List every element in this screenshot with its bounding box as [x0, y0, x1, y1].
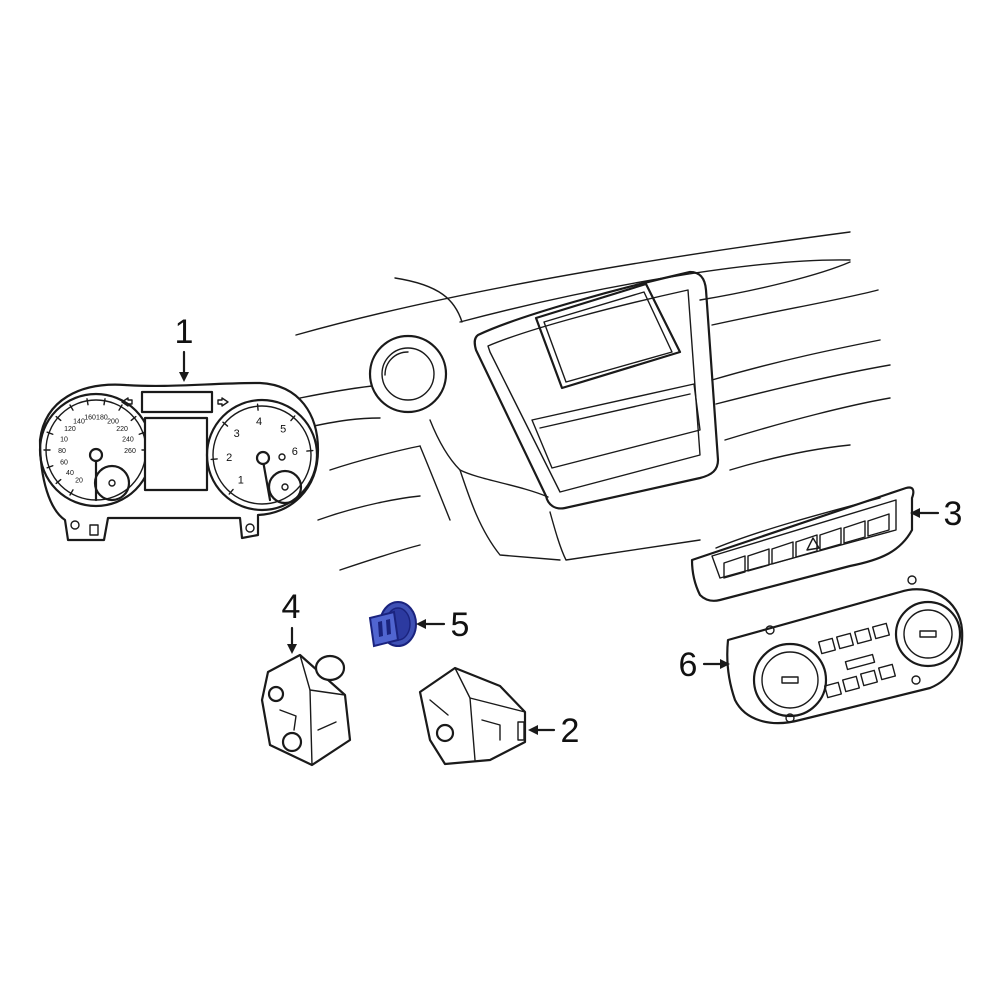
- callout-1: 1: [175, 313, 194, 351]
- speedometer-label: 220: [116, 426, 128, 433]
- speedometer-tick-mark: [46, 431, 54, 435]
- speedometer-label: 200: [107, 419, 119, 426]
- highlighted-connector-part: [368, 601, 417, 648]
- speedometer-tick-mark: [118, 404, 123, 411]
- rotary-switch-module: [260, 653, 352, 767]
- speedometer-label: 10: [60, 436, 68, 443]
- speedometer-label: 260: [124, 448, 136, 455]
- tachometer-label: 2: [226, 452, 232, 464]
- tachometer-label: 3: [234, 428, 240, 440]
- tachometer-scale: 123 4 56: [210, 403, 314, 495]
- tachometer-label: 5: [280, 424, 286, 436]
- speedometer-label: 140: [73, 419, 85, 426]
- switch-buttons: [715, 497, 890, 579]
- tachometer-label: 1: [238, 474, 244, 486]
- speedometer-tick-mark: [55, 478, 62, 485]
- tachometer-label: 6: [292, 446, 298, 458]
- speedometer-label: 180: [96, 415, 108, 422]
- callout-4: 4: [282, 588, 301, 626]
- callout-arrows: [179, 350, 940, 735]
- speedometer-label: 80: [58, 448, 66, 455]
- speedometer-label: 60: [60, 460, 68, 467]
- tachometer-tick-mark: [290, 415, 296, 422]
- speedometer-tick-mark: [69, 404, 74, 411]
- callout-2: 2: [561, 712, 580, 750]
- speedometer-tick-mark: [103, 398, 106, 406]
- tachometer-tick-mark: [228, 488, 234, 495]
- dashboard-outline: [295, 231, 891, 571]
- tachometer-label: 4: [256, 416, 262, 428]
- speedometer-tick-mark: [55, 415, 62, 422]
- speedometer-label: 20: [75, 477, 83, 484]
- callout-5: 5: [451, 606, 470, 644]
- climate-buttons: [817, 622, 897, 699]
- speedometer-tick-mark: [130, 415, 137, 422]
- speedometer-label: 160: [84, 415, 96, 422]
- speedometer-label: 40: [66, 470, 74, 477]
- speedometer-tick-mark: [86, 398, 89, 406]
- speedometer-label: 240: [122, 436, 134, 443]
- tachometer-tick-mark: [210, 458, 218, 461]
- tachometer-tick-mark: [306, 449, 314, 452]
- tachometer-tick-mark: [222, 421, 229, 427]
- speedometer-tick-mark: [46, 465, 54, 469]
- tachometer-tick-mark: [256, 403, 259, 411]
- speedometer-tick-mark: [69, 489, 74, 496]
- callout-3: 3: [944, 495, 963, 533]
- speedometer-label: 120: [64, 426, 76, 433]
- climate-control-panel: [726, 575, 964, 725]
- switch-panel: [690, 486, 915, 602]
- callout-6: 6: [679, 646, 698, 684]
- headlight-switch: [418, 666, 527, 766]
